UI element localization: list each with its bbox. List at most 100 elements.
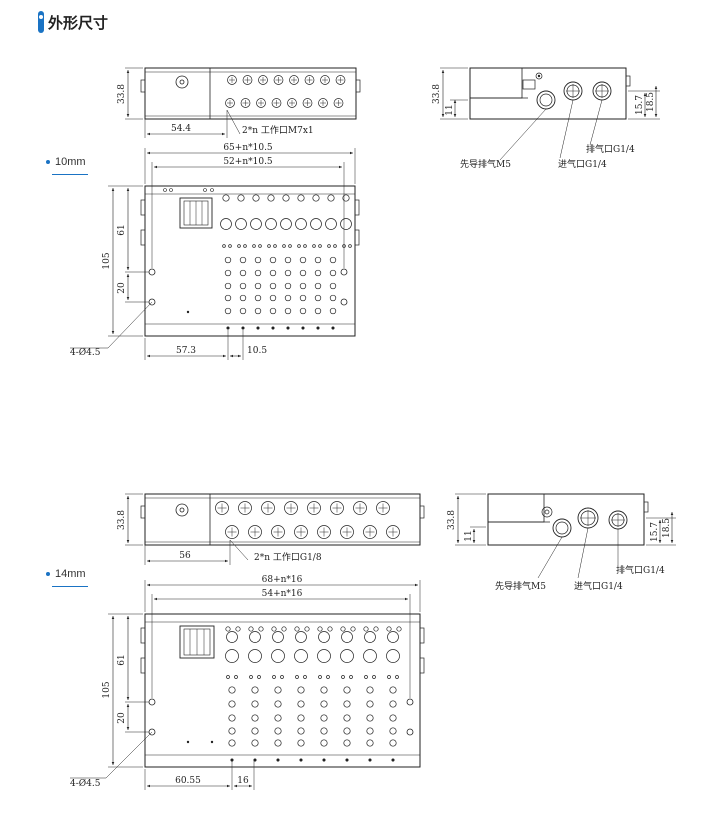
series-label-text: 14mm (55, 568, 86, 580)
valve-hole (340, 626, 346, 632)
valve-hole (373, 626, 379, 632)
work-port (242, 75, 253, 85)
hole (254, 269, 262, 277)
dim-inner-width: 54+n*16 (262, 589, 303, 599)
work-port (386, 525, 400, 539)
hole (274, 686, 282, 694)
mount-point (331, 326, 335, 330)
pilot-hole (318, 244, 322, 248)
valve-hole (327, 194, 335, 202)
section-marker-icon (38, 11, 44, 33)
hole (239, 294, 247, 302)
valve-hole (317, 626, 323, 632)
hole (320, 714, 328, 722)
pilot-hole (243, 244, 247, 248)
dim-height: 105 (102, 681, 112, 698)
valve-hole (272, 631, 284, 643)
work-port (248, 525, 262, 539)
work-port (330, 501, 344, 515)
hole (299, 256, 307, 264)
hole (389, 714, 397, 722)
pilot-hole (273, 244, 277, 248)
hole (343, 700, 351, 708)
hole (366, 727, 374, 735)
hole (251, 739, 259, 747)
bullet-icon (46, 160, 50, 165)
dim-offset: 57.3 (176, 346, 196, 356)
hole (320, 686, 328, 694)
pilot-hole (257, 675, 261, 679)
mount-point (256, 326, 260, 330)
valve-hole (386, 649, 400, 663)
valve-hole (317, 649, 331, 663)
valve-hole (386, 626, 392, 632)
hole (297, 700, 305, 708)
section-header: 外形尺寸 (38, 10, 108, 34)
valve-hole (304, 626, 310, 632)
valve-hole (294, 649, 308, 663)
valve-hole (310, 218, 322, 230)
pilot-hole (303, 244, 307, 248)
valve-hole (249, 631, 261, 643)
pilot-hole (348, 244, 352, 248)
dim-height: 33.8 (117, 84, 127, 104)
valve-hole (252, 194, 260, 202)
hole (299, 307, 307, 315)
work-port (340, 525, 354, 539)
hole (389, 727, 397, 735)
dim-height: 105 (102, 252, 112, 269)
hole (314, 307, 322, 315)
valve-hole (281, 626, 287, 632)
hole (274, 739, 282, 747)
hole (224, 282, 232, 290)
dim-pitch: 16 (237, 776, 249, 786)
dim-offset: 56 (179, 551, 191, 561)
hole (251, 727, 259, 735)
hole (269, 307, 277, 315)
dim-high: 18.5 (662, 518, 672, 538)
work-port (215, 501, 229, 515)
pilot-hole (226, 675, 230, 679)
valve-hole (220, 218, 232, 230)
pilot-label: 先导排气M5 (495, 580, 546, 592)
hole (389, 686, 397, 694)
series-underline (52, 174, 88, 175)
work-port (227, 75, 237, 85)
hole-label: 4-Ø4.5 (70, 347, 101, 358)
valve-hole (297, 194, 305, 202)
hole (297, 739, 305, 747)
hole (224, 294, 232, 302)
hole (314, 294, 322, 302)
pilot-hole (327, 244, 331, 248)
hole (320, 700, 328, 708)
valve-hole (222, 194, 230, 202)
hole (297, 686, 305, 694)
work-port (363, 525, 377, 539)
work-port (318, 98, 328, 108)
series-underline (52, 586, 88, 587)
mount-point (322, 758, 326, 762)
series-label-10mm: 10mm (46, 156, 86, 168)
work-port (284, 501, 298, 515)
valve-hole (318, 631, 330, 643)
work-port (376, 501, 390, 515)
hole (269, 269, 277, 277)
hole (329, 269, 337, 277)
hole-label: 4-Ø4.5 (70, 778, 101, 789)
mount-point (345, 758, 349, 762)
pilot-hole (282, 244, 286, 248)
dim-lower: 20 (117, 282, 127, 294)
hole (329, 256, 337, 264)
port-label: 2*n 工作口G1/8 (254, 551, 322, 563)
dim-high: 18.5 (646, 92, 656, 112)
valve-hole (258, 626, 264, 632)
work-port (353, 501, 367, 515)
valve-hole (226, 631, 238, 643)
hole (320, 727, 328, 735)
work-port (271, 98, 282, 108)
hole (366, 700, 374, 708)
pilot-hole (297, 244, 301, 248)
work-port (320, 75, 330, 85)
dim-total-width: 68+n*16 (262, 575, 303, 585)
inlet-label: 进气口G1/4 (558, 158, 607, 170)
